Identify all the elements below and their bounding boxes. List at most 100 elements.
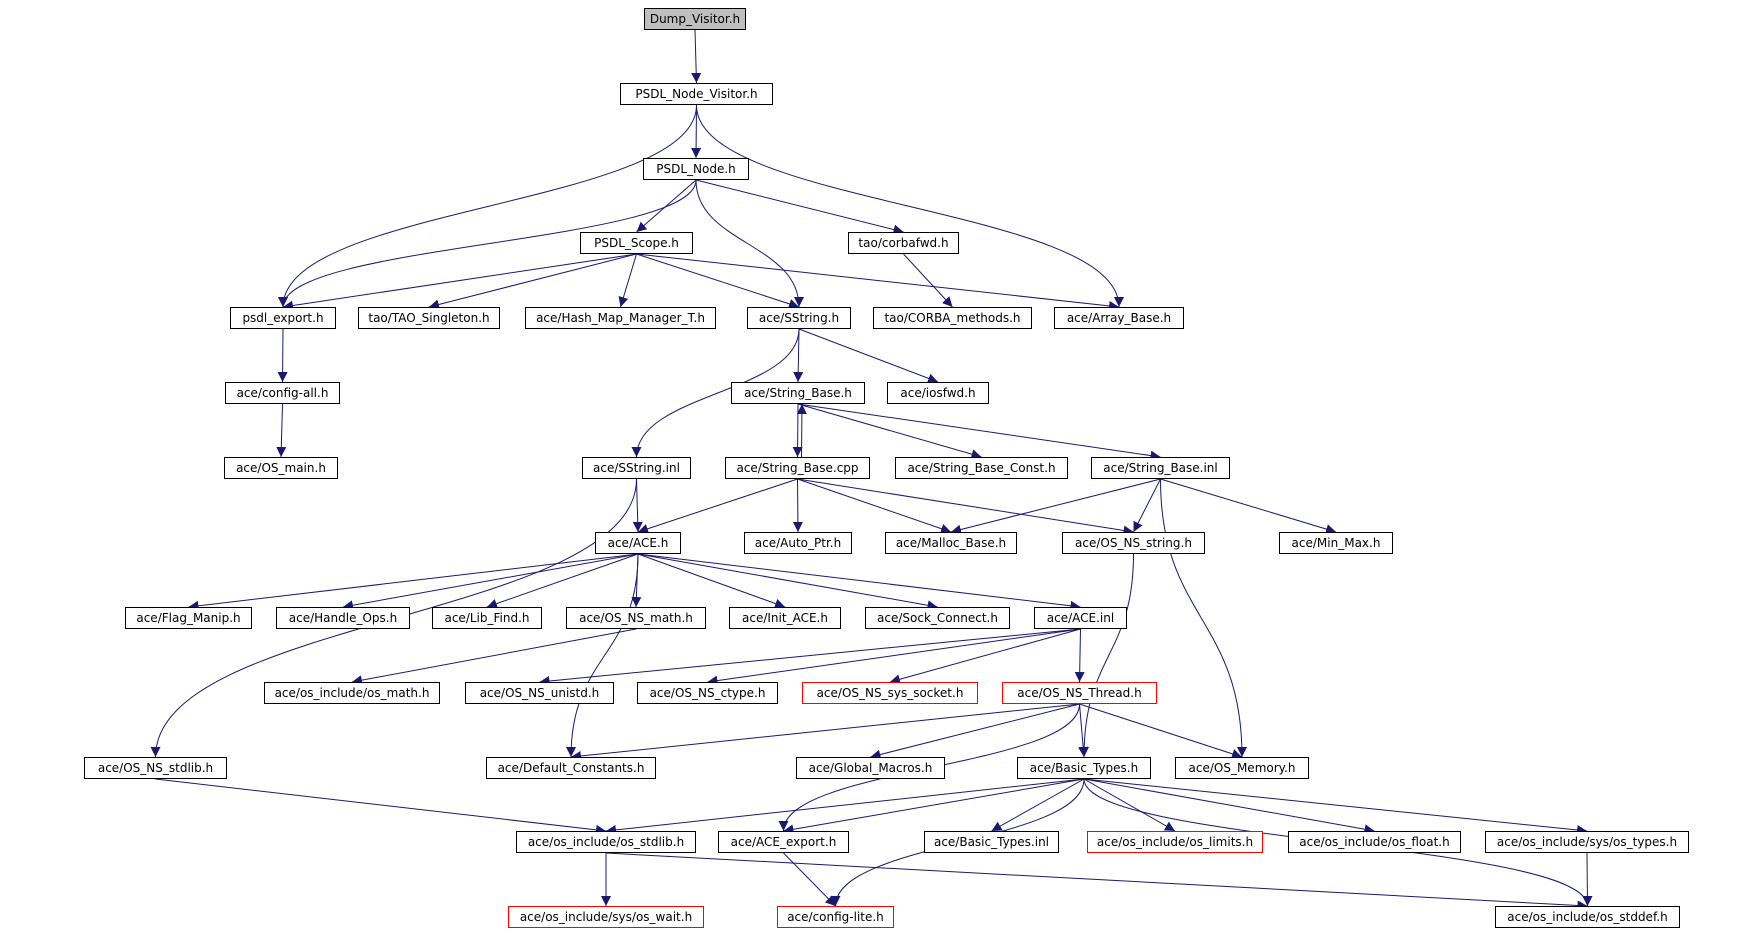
node-string-base-cpp[interactable]: ace/String_Base.cpp [725, 457, 870, 479]
edge-psdl-node-visitor-to-psdl-node [691, 104, 702, 159]
node-os-ns-math[interactable]: ace/OS_NS_math.h [566, 607, 706, 629]
edge-ace-h-to-init-ace [637, 553, 786, 609]
edge-psdl-node-to-sstring-h [695, 179, 804, 308]
node-config-all[interactable]: ace/config-all.h [225, 382, 340, 404]
node-basic-types-h[interactable]: ace/Basic_Types.h [1017, 757, 1151, 779]
node-iosfwd[interactable]: ace/iosfwd.h [887, 382, 989, 404]
node-os-wait[interactable]: ace/os_include/sys/os_wait.h [508, 906, 704, 928]
edge-ace-inl-to-os-ns-unistd [539, 628, 1081, 687]
node-sock-connect[interactable]: ace/Sock_Connect.h [865, 607, 1010, 629]
edge-string-base-cpp-to-ace-h [637, 478, 798, 534]
edge-os-ns-stdlib-to-os-stdlib [155, 778, 607, 835]
edge-basic-types-h-to-ace-export [783, 778, 1085, 835]
node-os-ns-ctype[interactable]: ace/OS_NS_ctype.h [637, 682, 778, 704]
edge-psdl-scope-to-psdl-export [282, 253, 637, 311]
edge-ace-h-to-default-constants [566, 553, 639, 758]
edge-ace-h-to-handle-ops [342, 553, 639, 611]
node-string-base-h[interactable]: ace/String_Base.h [731, 382, 865, 404]
node-os-math[interactable]: ace/os_include/os_math.h [264, 682, 440, 704]
node-psdl-export[interactable]: psdl_export.h [230, 307, 336, 329]
node-array-base[interactable]: ace/Array_Base.h [1054, 307, 1184, 329]
edge-string-base-cpp-to-os-ns-string [797, 478, 1134, 536]
edge-os-ns-thread-to-default-constants [570, 703, 1080, 761]
node-config-lite[interactable]: ace/config-lite.h [777, 906, 894, 928]
edge-string-base-h-to-string-base-cpp [792, 403, 803, 458]
node-flag-manip[interactable]: ace/Flag_Manip.h [125, 607, 252, 629]
node-os-limits[interactable]: ace/os_include/os_limits.h [1087, 831, 1263, 853]
edge-basic-types-h-to-os-stdlib [605, 778, 1085, 835]
node-ace-export[interactable]: ace/ACE_export.h [718, 831, 849, 853]
node-os-ns-thread[interactable]: ace/OS_NS_Thread.h [1002, 682, 1157, 704]
node-tao-corbafwd[interactable]: tao/corbafwd.h [848, 232, 959, 254]
node-auto-ptr[interactable]: ace/Auto_Ptr.h [744, 532, 852, 554]
node-init-ace[interactable]: ace/Init_ACE.h [729, 607, 841, 629]
edge-basic-types-h-to-os-limits [1083, 778, 1176, 832]
node-dump-visitor: Dump_Visitor.h [644, 8, 746, 30]
edge-psdl-node-to-psdl-scope [636, 179, 697, 233]
node-os-stdlib[interactable]: ace/os_include/os_stdlib.h [516, 831, 696, 853]
node-default-constants[interactable]: ace/Default_Constants.h [486, 757, 656, 779]
edge-os-ns-thread-to-basic-types-h [1078, 703, 1089, 758]
edge-ace-inl-to-os-ns-thread [1074, 628, 1085, 683]
node-sstring-h[interactable]: ace/SString.h [747, 307, 851, 329]
edge-ace-h-to-flag-manip [188, 553, 639, 611]
edge-string-base-h-to-string-base-inl [797, 403, 1161, 461]
edge-psdl-scope-to-hash-map-manager [618, 253, 637, 308]
edge-psdl-scope-to-array-base [636, 253, 1120, 311]
edge-string-base-cpp-to-auto-ptr [792, 478, 803, 533]
node-sstring-inl[interactable]: ace/SString.inl [582, 457, 691, 479]
edge-ace-h-to-sock-connect [637, 553, 938, 611]
edge-psdl-node-visitor-to-psdl-export [278, 104, 697, 308]
node-os-ns-sys-socket[interactable]: ace/OS_NS_sys_socket.h [802, 682, 978, 704]
edge-os-ns-string-to-basic-types-h [1079, 553, 1134, 758]
node-corba-methods[interactable]: tao/CORBA_methods.h [873, 307, 1032, 329]
node-min-max[interactable]: ace/Min_Max.h [1279, 532, 1393, 554]
node-os-main[interactable]: ace/OS_main.h [224, 457, 338, 479]
edge-psdl-node-to-psdl-export [278, 179, 697, 308]
node-basic-types-inl[interactable]: ace/Basic_Types.inl [924, 831, 1059, 853]
edge-sstring-inl-to-ace-h [632, 478, 643, 533]
edge-psdl-export-to-config-all [277, 328, 288, 383]
edge-string-base-cpp-to-malloc-base [797, 478, 952, 534]
node-handle-ops[interactable]: ace/Handle_Ops.h [276, 607, 410, 629]
node-tao-singleton[interactable]: tao/TAO_Singleton.h [358, 307, 500, 329]
edge-sys-os-types-to-os-stddef [1582, 852, 1593, 907]
edge-basic-types-h-to-sys-os-types [1083, 778, 1588, 835]
edge-dump-visitor-to-psdl-node-visitor [691, 29, 702, 84]
node-malloc-base[interactable]: ace/Malloc_Base.h [885, 532, 1017, 554]
edge-os-stdlib-to-os-stddef [605, 852, 1588, 911]
edge-sstring-h-to-string-base-h [793, 328, 804, 383]
edge-os-ns-math-to-os-math [351, 628, 637, 686]
edge-string-base-inl-to-os-memory [1160, 478, 1247, 758]
node-os-ns-stdlib[interactable]: ace/OS_NS_stdlib.h [84, 757, 227, 779]
edge-psdl-node-to-tao-corbafwd [695, 179, 904, 235]
node-os-float[interactable]: ace/os_include/os_float.h [1288, 831, 1461, 853]
edge-ace-h-to-lib-find [486, 553, 639, 609]
edge-string-base-inl-to-os-ns-string [1133, 478, 1161, 533]
edge-sstring-h-to-iosfwd [798, 328, 939, 384]
edge-string-base-cpp-to-string-base-h [796, 403, 807, 458]
node-os-ns-string[interactable]: ace/OS_NS_string.h [1062, 532, 1205, 554]
edge-psdl-scope-to-tao-singleton [428, 253, 637, 310]
edge-basic-types-h-to-os-float [1083, 778, 1375, 835]
edge-psdl-node-visitor-to-array-base [696, 104, 1124, 308]
edge-string-base-inl-to-min-max [1160, 478, 1337, 534]
node-os-ns-unistd[interactable]: ace/OS_NS_unistd.h [465, 682, 614, 704]
node-os-memory[interactable]: ace/OS_Memory.h [1175, 757, 1309, 779]
node-os-stddef[interactable]: ace/os_include/os_stddef.h [1495, 906, 1680, 928]
node-psdl-scope[interactable]: PSDL_Scope.h [580, 232, 693, 254]
node-global-macros[interactable]: ace/Global_Macros.h [796, 757, 945, 779]
node-ace-inl[interactable]: ace/ACE.inl [1034, 607, 1127, 629]
node-string-base-inl[interactable]: ace/String_Base.inl [1091, 457, 1230, 479]
node-hash-map-manager[interactable]: ace/Hash_Map_Manager_T.h [525, 307, 716, 329]
edge-string-base-inl-to-malloc-base [950, 478, 1161, 535]
node-psdl-node-visitor[interactable]: PSDL_Node_Visitor.h [620, 83, 773, 105]
node-psdl-node[interactable]: PSDL_Node.h [643, 158, 749, 180]
edge-ace-inl-to-os-ns-ctype [707, 628, 1081, 686]
node-string-base-const[interactable]: ace/String_Base_Const.h [895, 457, 1068, 479]
edge-psdl-scope-to-sstring-h [636, 253, 800, 309]
node-ace-h[interactable]: ace/ACE.h [595, 532, 681, 554]
node-sys-os-types[interactable]: ace/os_include/sys/os_types.h [1485, 831, 1689, 853]
node-lib-find[interactable]: ace/Lib_Find.h [432, 607, 542, 629]
edge-tao-corbafwd-to-corba-methods [903, 253, 953, 308]
